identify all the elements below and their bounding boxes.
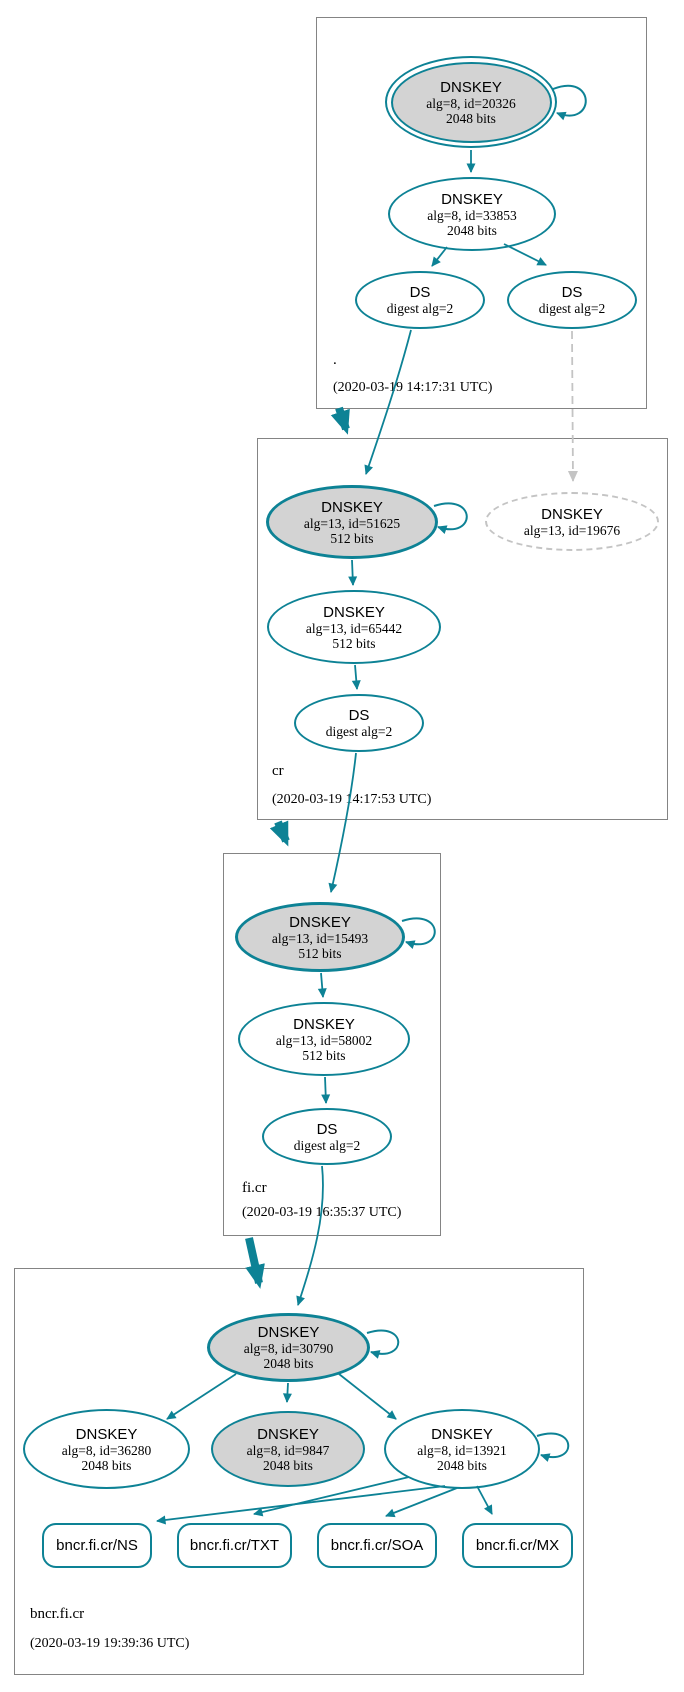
node-type: DNSKEY: [257, 1324, 320, 1341]
dnskey-node-33853: DNSKEY alg=8, id=33853 2048 bits: [388, 177, 556, 251]
rrset-label: bncr.fi.cr/SOA: [330, 1537, 424, 1554]
node-bits: 2048 bits: [437, 1457, 487, 1473]
zone-label-bncr: bncr.fi.cr: [30, 1606, 85, 1622]
node-detail: digest alg=2: [386, 301, 454, 316]
node-detail: digest alg=2: [538, 301, 606, 316]
dnskey-node-13921: DNSKEY alg=8, id=13921 2048 bits: [384, 1409, 540, 1489]
node-detail: alg=13, id=15493: [271, 930, 369, 946]
node-bits: 2048 bits: [263, 1457, 313, 1473]
zone-timestamp-root: (2020-03-19 14:17:31 UTC): [333, 380, 493, 395]
node-bits: 512 bits: [330, 530, 374, 546]
dnskey-node-51625: DNSKEY alg=13, id=51625 512 bits: [266, 485, 438, 559]
ds-node-root-1: DS digest alg=2: [355, 271, 485, 329]
node-type: DS: [316, 1120, 338, 1138]
node-detail: alg=8, id=20326: [426, 95, 516, 111]
ds-node-cr: DS digest alg=2: [294, 694, 424, 752]
rrset-box-ns: bncr.fi.cr/NS: [42, 1523, 152, 1568]
node-detail: digest alg=2: [325, 724, 393, 739]
node-type: DNSKEY: [289, 913, 351, 931]
rrset-label: bncr.fi.cr/TXT: [189, 1537, 280, 1554]
node-detail: alg=13, id=51625: [303, 515, 401, 531]
node-type: DNSKEY: [541, 505, 603, 523]
node-type: DNSKEY: [440, 78, 502, 96]
node-type: DNSKEY: [431, 1425, 493, 1443]
node-bits: 2048 bits: [446, 110, 496, 126]
dnskey-node-58002: DNSKEY alg=13, id=58002 512 bits: [238, 1002, 410, 1076]
edge-zone-root-to-cr: [330, 406, 350, 435]
node-type: DS: [409, 284, 431, 301]
node-bits: 2048 bits: [263, 1356, 314, 1371]
rrset-box-soa: bncr.fi.cr/SOA: [317, 1523, 437, 1568]
node-type: DS: [561, 284, 583, 301]
node-bits: 512 bits: [332, 635, 376, 651]
node-type: DNSKEY: [293, 1015, 355, 1033]
node-detail: alg=8, id=33853: [427, 207, 517, 223]
rrset-label: bncr.fi.cr/NS: [56, 1537, 138, 1554]
zone-label-ficr: fi.cr: [242, 1180, 267, 1196]
node-detail: alg=13, id=58002: [275, 1032, 373, 1048]
node-type: DNSKEY: [441, 190, 503, 208]
zone-label-cr: cr: [272, 763, 284, 779]
dnskey-node-36280: DNSKEY alg=8, id=36280 2048 bits: [23, 1409, 190, 1489]
node-type: DNSKEY: [75, 1425, 138, 1443]
node-type: DNSKEY: [321, 498, 383, 516]
ds-node-root-2: DS digest alg=2: [507, 271, 637, 329]
rrset-box-mx: bncr.fi.cr/MX: [462, 1523, 573, 1568]
dnskey-node-19676: DNSKEY alg=13, id=19676: [485, 492, 659, 551]
dnskey-node-30790: DNSKEY alg=8, id=30790 2048 bits: [207, 1313, 370, 1382]
zone-label-root: .: [333, 352, 337, 368]
zone-timestamp-bncr: (2020-03-19 19:39:36 UTC): [30, 1636, 190, 1651]
node-bits: 2048 bits: [447, 222, 497, 238]
node-type: DS: [348, 707, 370, 724]
dnskey-node-20326: DNSKEY alg=8, id=20326 2048 bits: [385, 56, 557, 148]
rrset-label: bncr.fi.cr/MX: [475, 1537, 560, 1554]
zone-timestamp-cr: (2020-03-19 14:17:53 UTC): [272, 792, 432, 807]
node-detail: alg=8, id=36280: [61, 1442, 152, 1458]
node-detail: alg=13, id=19676: [523, 522, 621, 538]
node-detail: alg=8, id=30790: [243, 1341, 334, 1356]
node-bits: 512 bits: [302, 1047, 346, 1063]
node-type: DNSKEY: [257, 1425, 319, 1443]
node-detail: digest alg=2: [293, 1137, 361, 1153]
node-bits: 2048 bits: [81, 1457, 132, 1473]
rrset-box-txt: bncr.fi.cr/TXT: [177, 1523, 292, 1568]
zone-timestamp-ficr: (2020-03-19 16:35:37 UTC): [242, 1205, 402, 1220]
node-detail: alg=8, id=13921: [417, 1442, 507, 1458]
dnskey-node-20326-inner: DNSKEY alg=8, id=20326 2048 bits: [390, 61, 552, 143]
dnskey-node-15493: DNSKEY alg=13, id=15493 512 bits: [235, 902, 405, 972]
node-bits: 512 bits: [298, 945, 342, 961]
dnskey-node-9847: DNSKEY alg=8, id=9847 2048 bits: [211, 1411, 365, 1487]
edge-zone-cr-to-ficr: [269, 820, 290, 847]
ds-node-ficr: DS digest alg=2: [262, 1108, 392, 1165]
node-detail: alg=13, id=65442: [305, 620, 403, 636]
dnskey-node-65442: DNSKEY alg=13, id=65442 512 bits: [267, 590, 441, 664]
node-detail: alg=8, id=9847: [246, 1442, 330, 1458]
node-type: DNSKEY: [323, 603, 385, 621]
